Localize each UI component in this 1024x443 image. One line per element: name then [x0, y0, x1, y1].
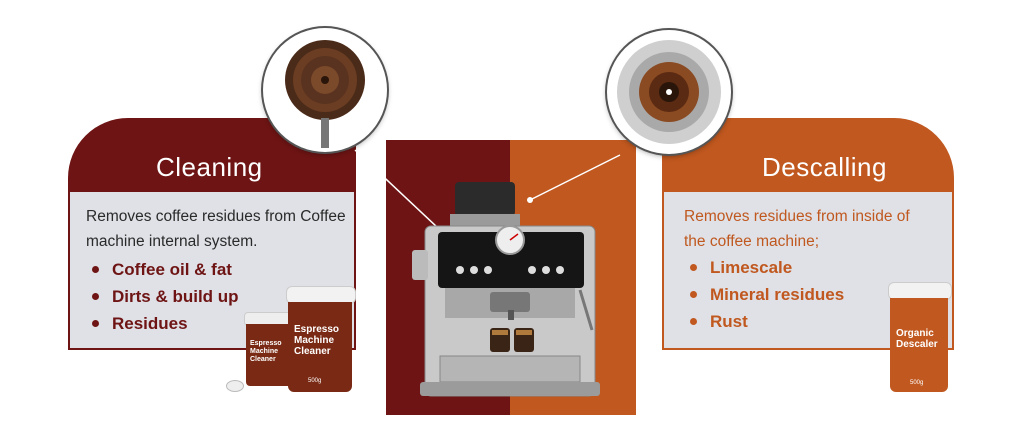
product-weight: 500g [910, 380, 924, 386]
list-item: Residues [90, 310, 239, 337]
cleaning-description: Removes coffee residues from Coffee mach… [86, 208, 346, 250]
cleaner-large-product: Espresso Machine Cleaner 500g [286, 286, 356, 392]
product-label: Cleaner [250, 356, 276, 363]
descaling-description: Removes residues from inside of the coff… [684, 208, 910, 250]
descaler-product: Organic Descaler 500g [888, 282, 952, 392]
cleaning-tablet-icon [226, 380, 244, 392]
product-label: Cleaner [294, 346, 331, 357]
descaling-list: Limescale Mineral residues Rust [688, 254, 844, 335]
list-item: Dirts & build up [90, 283, 239, 310]
list-item: Mineral residues [688, 281, 844, 308]
cleaning-header: Cleaning [68, 118, 356, 190]
list-item: Coffee oil & fat [90, 256, 239, 283]
product-label: Espresso [250, 340, 282, 347]
product-label: Organic [896, 328, 934, 339]
cleaning-list: Coffee oil & fat Dirts & build up Residu… [90, 256, 239, 337]
product-label: Espresso [294, 324, 340, 335]
product-label: Descaler [896, 339, 938, 350]
product-label: Machine [294, 335, 335, 346]
list-item: Limescale [688, 254, 844, 281]
espresso-machine-image [412, 182, 600, 397]
limescale-group-head-image [607, 30, 731, 154]
cleaner-small-product: Espresso Machine Cleaner [244, 312, 296, 386]
list-item: Rust [688, 308, 844, 335]
descaling-header: Descalling [662, 118, 954, 190]
cleaning-title: Cleaning [156, 152, 263, 182]
descaling-title: Descalling [762, 152, 887, 182]
dirty-portafilter-image [263, 28, 387, 152]
product-label: Machine [250, 348, 279, 355]
product-weight: 500g [308, 378, 322, 384]
